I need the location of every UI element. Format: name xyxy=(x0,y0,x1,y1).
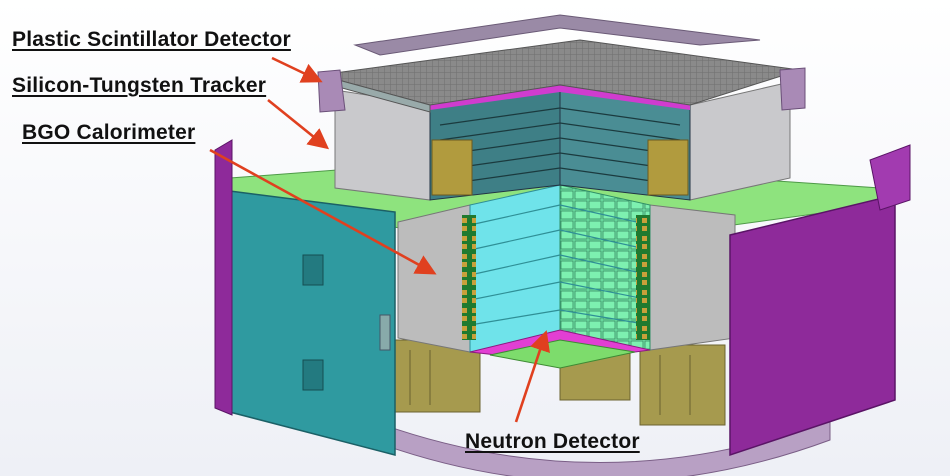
tracker-electronics-left xyxy=(431,139,473,196)
label-plastic-scintillator: Plastic Scintillator Detector xyxy=(12,28,291,51)
arrow-bgo xyxy=(209,148,437,275)
tracker-electronics-right xyxy=(647,139,689,196)
side-panel-left-edge xyxy=(214,139,233,416)
arrow-plastic xyxy=(271,56,323,83)
base-ring xyxy=(369,419,831,476)
arrow-tracker xyxy=(267,98,330,150)
bgo-side-right xyxy=(649,204,736,351)
side-panel-right-top xyxy=(869,144,911,211)
psd-mounting-bracket-left xyxy=(317,69,346,113)
bgo-face-left xyxy=(469,184,561,353)
callout-arrows xyxy=(209,56,550,423)
bgo-electronics-left xyxy=(462,215,476,340)
bgo-side-left xyxy=(397,204,471,353)
label-neutron-detector: Neutron Detector xyxy=(465,430,640,453)
panel-latch xyxy=(379,314,391,351)
psd-mounting-bracket-right xyxy=(779,67,806,111)
label-bgo-calorimeter: BGO Calorimeter xyxy=(22,121,196,144)
psd-top-rim xyxy=(353,14,761,56)
panel-handle-bottom xyxy=(302,359,324,391)
panel-handle-top xyxy=(302,254,324,286)
side-panel-left xyxy=(221,189,396,456)
arrow-neutron xyxy=(514,330,550,423)
label-silicon-tungsten-tracker: Silicon-Tungsten Tracker xyxy=(12,74,267,97)
bgo-electronics-right xyxy=(636,215,650,340)
bgo-layer-lines xyxy=(469,204,651,326)
side-panel-right xyxy=(729,194,896,457)
